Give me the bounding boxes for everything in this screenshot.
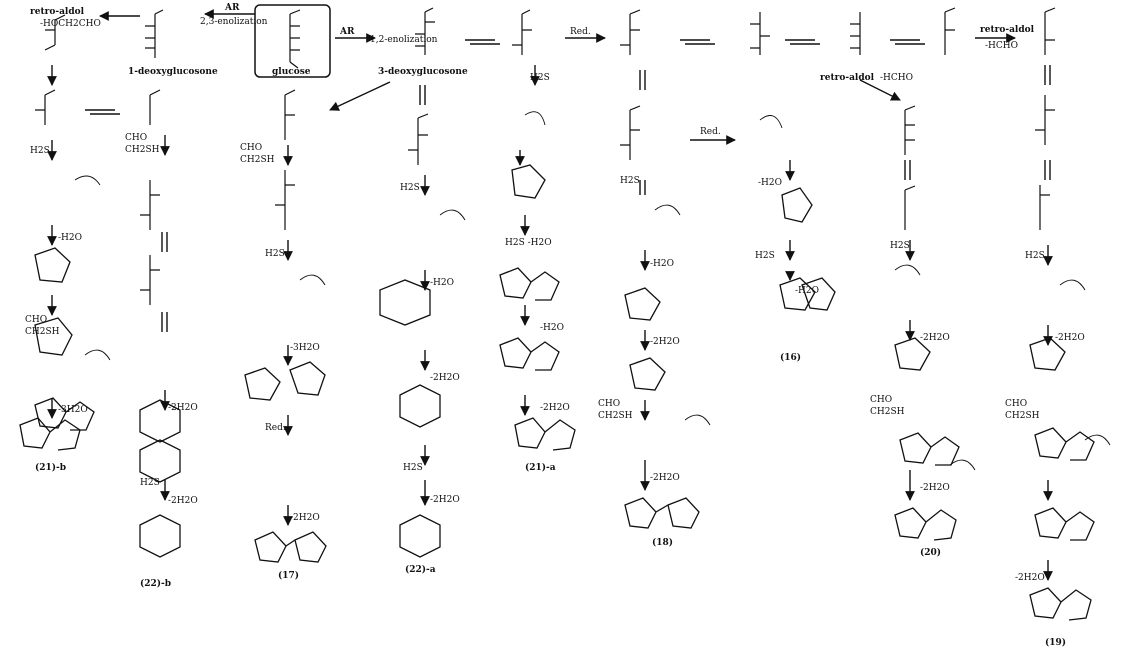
- minus-3h2o-label: -3H2O: [58, 405, 88, 415]
- minus-h2o-label: -H2O: [430, 278, 454, 288]
- curly-arrows: [74, 111, 1111, 471]
- enolization-12-label: 1,2-enolization: [370, 35, 438, 45]
- enolization-23-label: 2,3-enolization: [200, 17, 268, 27]
- product-19: (19): [1045, 637, 1066, 648]
- product-22b: (22)-b: [140, 578, 171, 589]
- cho-ch2sh-label: CH2SH: [125, 145, 160, 155]
- minus-3h2o-label: -3H2O: [290, 343, 320, 353]
- retro-aldol-mid-loss: -HCHO: [880, 73, 913, 83]
- minus-2h2o-label: -2H2O: [430, 373, 460, 383]
- cho-ch2sh-label: CHO: [240, 143, 262, 153]
- product-16: (16): [780, 352, 801, 363]
- glucose-box: [254, 4, 331, 78]
- h2s-label: H2S: [755, 251, 775, 261]
- h2s-label: H2S: [265, 249, 285, 259]
- minus-h2o-label: -H2O: [758, 178, 782, 188]
- retro-aldol-mid: retro-aldol: [820, 73, 875, 83]
- retro-aldol-left-loss: -HOCH2CHO: [40, 19, 101, 29]
- h2s-label: H2S: [530, 73, 550, 83]
- h2s-label: H2S: [400, 183, 420, 193]
- minus-2h2o-label: -2H2O: [290, 513, 320, 523]
- minus-2h2o-label: -2H2O: [1055, 333, 1085, 343]
- minus-2h2o-label: -2H2O: [540, 403, 570, 413]
- minus-h2o-label: -H2O: [650, 259, 674, 269]
- cho-ch2sh-label: CH2SH: [598, 411, 633, 421]
- minus-2h2o-label: -2H2O: [920, 483, 950, 493]
- h2s-label: H2S: [1025, 251, 1045, 261]
- ar-left-label: AR: [224, 3, 240, 13]
- minus-2h2o-label: -2H2O: [650, 473, 680, 483]
- reaction-arrows: [47, 9, 1053, 581]
- minus-2h2o-label: -2H2O: [650, 337, 680, 347]
- minus-2h2o-label: -2H2O: [168, 496, 198, 506]
- h2s-label: H2S: [30, 146, 50, 156]
- retro-aldol-right-loss: -HCHO: [985, 41, 1018, 51]
- retro-aldol-right: retro-aldol: [980, 25, 1035, 35]
- h2s-minus-h2o-label: H2S -H2O: [505, 238, 552, 248]
- deoxyglucosone-3-label: 3-deoxyglucosone: [378, 67, 468, 77]
- cho-ch2sh-label: CHO: [870, 395, 892, 405]
- cho-ch2sh-label: CHO: [25, 315, 47, 325]
- product-20: (20): [920, 547, 941, 558]
- product-21b: (21)-b: [35, 462, 66, 473]
- minus-h2o-label: -H2O: [540, 323, 564, 333]
- red-label-17: Red.: [265, 423, 286, 433]
- cho-ch2sh-label: CHO: [1005, 399, 1027, 409]
- retro-aldol-left: retro-aldol: [30, 7, 85, 17]
- minus-2h2o-label: -2H2O: [1015, 573, 1045, 583]
- cho-ch2sh-label: CHO: [598, 399, 620, 409]
- glucose-label: glucose: [272, 67, 311, 77]
- minus-2h2o-label: -2H2O: [920, 333, 950, 343]
- product-21a: (21)-a: [525, 462, 556, 473]
- h2s-label: H2S: [403, 463, 423, 473]
- ar-right-label: AR: [339, 27, 355, 37]
- red-label-top: Red.: [570, 27, 591, 37]
- deoxyglucosone-1-label: 1-deoxyglucosone: [128, 67, 218, 77]
- minus-h2o-label: -H2O: [58, 233, 82, 243]
- cho-ch2sh-label: CH2SH: [240, 155, 275, 165]
- cho-ch2sh-label: CH2SH: [25, 327, 60, 337]
- product-17: (17): [278, 570, 299, 581]
- scheme-labels: glucose 1-deoxyglucosone 3-deoxyglucoson…: [25, 3, 1085, 648]
- cho-ch2sh-label: CH2SH: [1005, 411, 1040, 421]
- h2s-label: H2S: [140, 478, 160, 488]
- minus-h2o-label: -H2O: [795, 286, 819, 296]
- cho-ch2sh-label: CHO: [125, 133, 147, 143]
- minus-2h2o-label: -2H2O: [168, 403, 198, 413]
- product-18: (18): [652, 537, 673, 548]
- cho-ch2sh-label: CH2SH: [870, 407, 905, 417]
- product-22a: (22)-a: [405, 564, 436, 575]
- h2s-label: H2S: [890, 241, 910, 251]
- red-label-mid: Red.: [700, 127, 721, 137]
- molecule-sketches: [19, 7, 1095, 621]
- h2s-label: H2S: [620, 176, 640, 186]
- minus-2h2o-label: -2H2O: [430, 495, 460, 505]
